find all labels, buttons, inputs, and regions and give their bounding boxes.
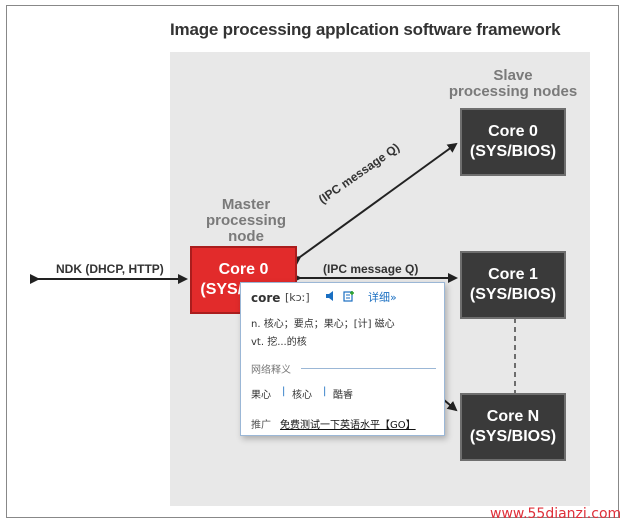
ad-label: 推广 (251, 420, 271, 431)
slave-core0-box: Core 0 (SYS/BIOS) (460, 108, 566, 176)
definition-verb: vt. 挖...的核 (251, 337, 307, 348)
add-to-wordbook-icon[interactable] (343, 290, 355, 302)
master-label-line1: Master (221, 196, 271, 213)
slave-coreN-box: Core N (SYS/BIOS) (460, 393, 566, 461)
master-label-line2: processing (205, 212, 287, 229)
watermark: www.55dianzi.com (490, 506, 622, 522)
master-label-line3: node (228, 228, 264, 245)
definition-noun: n. 核心；要点；果心；[计] 磁心 (251, 319, 395, 330)
slave-label-line1: Slave (493, 67, 533, 84)
master-label: Master processing node (196, 197, 296, 245)
slave-core0-name: Core 0 (488, 123, 538, 140)
web-separator-1: | (282, 386, 286, 397)
web-separator-2: | (323, 386, 327, 397)
web-definition-2[interactable]: 核心 (292, 390, 312, 401)
ad-link[interactable]: 免费测试一下英语水平【GO】 (280, 420, 416, 431)
master-core0-name: Core 0 (218, 261, 269, 278)
popup-word: core (251, 291, 281, 305)
slave-core1-os: (SYS/BIOS) (469, 286, 557, 303)
section-divider (301, 368, 436, 369)
slave-core0-os: (SYS/BIOS) (469, 143, 557, 160)
slave-core1-box: Core 1 (SYS/BIOS) (460, 251, 566, 319)
web-definitions-title: 网络释义 (251, 365, 291, 376)
ipc-diagonal-arrow (290, 142, 458, 266)
ipc-core-n-arrow (443, 399, 458, 412)
dictionary-popup: core [kɔː] 详细» n. 核心；要点；果心；[计] 磁心 vt. 挖.… (240, 282, 445, 436)
slave-coreN-name: Core N (486, 408, 540, 425)
slave-label-line2: processing nodes (448, 83, 578, 100)
ndk-label: NDK (DHCP, HTTP) (56, 262, 164, 276)
speaker-icon[interactable] (325, 290, 337, 302)
slave-core1-name: Core 1 (488, 266, 538, 283)
diagram-title: Image processing applcation software fra… (170, 20, 561, 39)
web-definition-3[interactable]: 酷睿 (333, 390, 353, 401)
ipc-horizontal-label: (IPC message Q) (323, 262, 419, 276)
figure-frame (6, 5, 619, 518)
web-definition-1[interactable]: 果心 (251, 390, 271, 401)
slave-label: Slave processing nodes (448, 68, 578, 100)
slave-coreN-os: (SYS/BIOS) (469, 428, 557, 445)
popup-phonetic: [kɔː] (285, 291, 310, 304)
details-link[interactable]: 详细» (368, 291, 397, 304)
